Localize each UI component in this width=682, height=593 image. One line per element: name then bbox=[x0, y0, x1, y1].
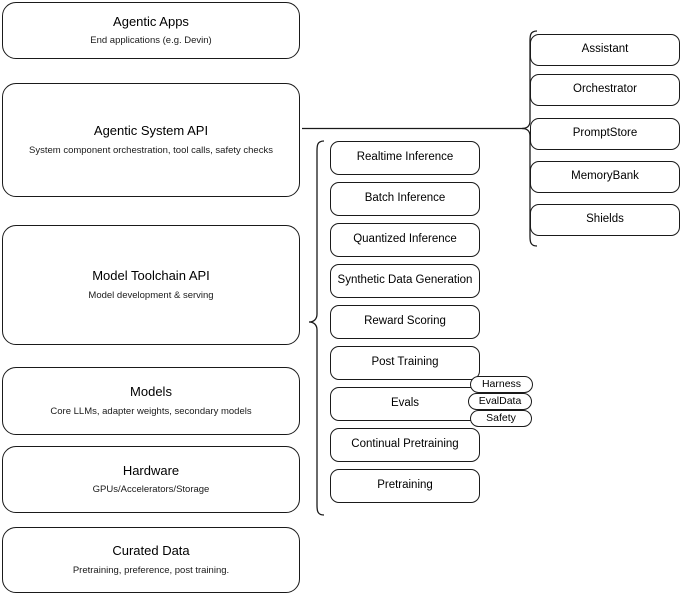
component-label: PromptStore bbox=[572, 127, 638, 140]
layer-box-agentic-system-api[interactable]: Agentic System API System component orch… bbox=[2, 83, 300, 197]
capability-label: Realtime Inference bbox=[356, 151, 454, 164]
eval-tag-label: Safety bbox=[486, 412, 516, 425]
capability-label: Quantized Inference bbox=[353, 233, 457, 246]
capability-box-post-training[interactable]: Post Training bbox=[330, 346, 480, 380]
layer-box-hardware[interactable]: Hardware GPUs/Accelerators/Storage bbox=[2, 446, 300, 513]
capability-box-quantized-inference[interactable]: Quantized Inference bbox=[330, 223, 480, 257]
layer-subtitle: Model development & serving bbox=[88, 289, 214, 301]
capability-label: Reward Scoring bbox=[364, 315, 446, 328]
capability-label: Evals bbox=[390, 397, 420, 410]
eval-tag-label: EvalData bbox=[478, 395, 522, 408]
capability-label: Batch Inference bbox=[364, 192, 446, 205]
capability-label: Pretraining bbox=[377, 479, 433, 492]
eval-tag-harness[interactable]: Harness bbox=[470, 376, 533, 393]
brace-toolchain bbox=[308, 140, 325, 516]
layer-title: Model Toolchain API bbox=[92, 268, 210, 284]
capability-label: Continual Pretraining bbox=[351, 438, 459, 451]
capability-box-continual-pretraining[interactable]: Continual Pretraining bbox=[330, 428, 480, 462]
capability-box-pretraining[interactable]: Pretraining bbox=[330, 469, 480, 503]
component-label: MemoryBank bbox=[571, 170, 639, 183]
capability-box-realtime-inference[interactable]: Realtime Inference bbox=[330, 141, 480, 175]
eval-tag-evaldata[interactable]: EvalData bbox=[468, 393, 532, 410]
component-box-orchestrator[interactable]: Orchestrator bbox=[530, 74, 680, 106]
layer-box-model-toolchain-api[interactable]: Model Toolchain API Model development & … bbox=[2, 225, 300, 345]
layer-subtitle: End applications (e.g. Devin) bbox=[90, 35, 212, 47]
capability-label: Synthetic Data Generation bbox=[337, 274, 473, 287]
layer-subtitle: Core LLMs, adapter weights, secondary mo… bbox=[50, 405, 252, 417]
component-box-promptstore[interactable]: PromptStore bbox=[530, 118, 680, 150]
layer-title: Curated Data bbox=[112, 543, 190, 559]
eval-tag-safety[interactable]: Safety bbox=[470, 410, 532, 427]
layer-subtitle: Pretraining, preference, post training. bbox=[72, 564, 230, 576]
layer-title: Models bbox=[130, 384, 172, 400]
layer-subtitle: GPUs/Accelerators/Storage bbox=[92, 484, 210, 496]
eval-tag-label: Harness bbox=[481, 378, 522, 391]
capability-box-reward-scoring[interactable]: Reward Scoring bbox=[330, 305, 480, 339]
layer-subtitle: System component orchestration, tool cal… bbox=[29, 144, 273, 156]
layer-title: Agentic System API bbox=[93, 123, 209, 139]
component-label: Orchestrator bbox=[573, 83, 637, 96]
component-box-assistant[interactable]: Assistant bbox=[530, 34, 680, 66]
component-label: Shields bbox=[586, 213, 624, 226]
layer-title: Agentic Apps bbox=[113, 13, 189, 29]
layer-box-agentic-apps[interactable]: Agentic Apps End applications (e.g. Devi… bbox=[2, 2, 300, 59]
layer-box-curated-data[interactable]: Curated Data Pretraining, preference, po… bbox=[2, 527, 300, 593]
layer-box-models[interactable]: Models Core LLMs, adapter weights, secon… bbox=[2, 367, 300, 435]
capability-box-synthetic-data-generation[interactable]: Synthetic Data Generation bbox=[330, 264, 480, 298]
component-box-memorybank[interactable]: MemoryBank bbox=[530, 161, 680, 193]
component-label: Assistant bbox=[581, 43, 629, 56]
layer-title: Hardware bbox=[122, 462, 180, 478]
component-box-shields[interactable]: Shields bbox=[530, 204, 680, 236]
capability-box-batch-inference[interactable]: Batch Inference bbox=[330, 182, 480, 216]
capability-label: Post Training bbox=[371, 356, 439, 369]
capability-box-evals[interactable]: Evals bbox=[330, 387, 480, 421]
